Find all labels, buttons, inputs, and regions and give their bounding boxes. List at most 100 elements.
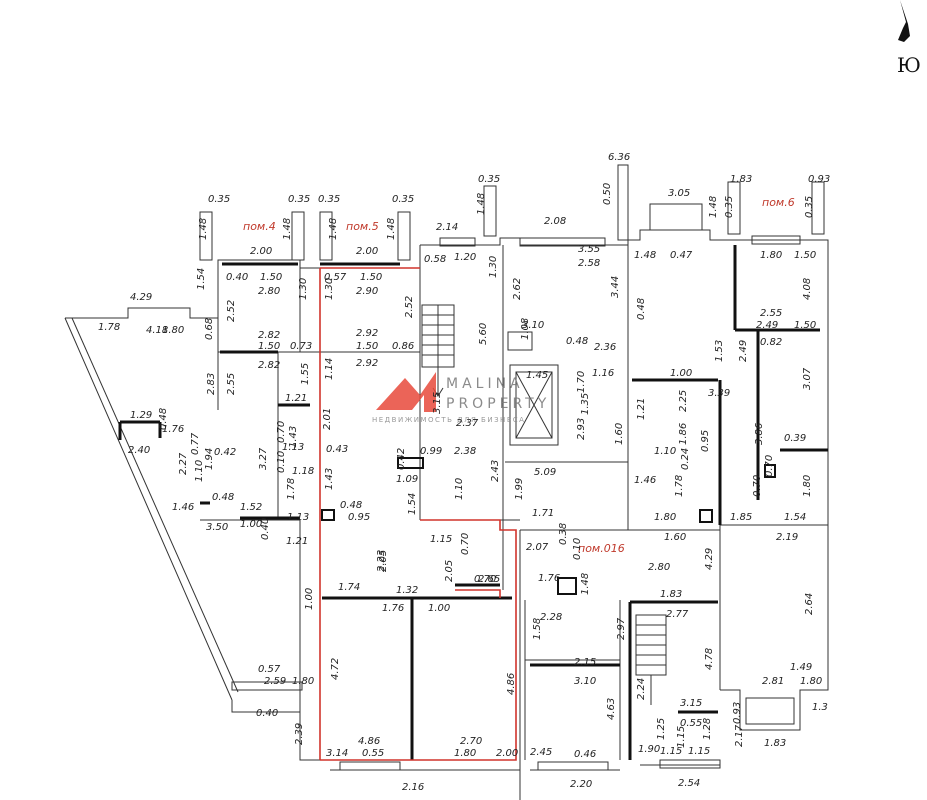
dimension-label: 1.48: [634, 250, 656, 261]
dimension-label: 2.23: [376, 550, 387, 572]
dimension-label: 2.55: [760, 308, 782, 319]
dimension-label: 0.48: [212, 492, 234, 503]
room-labels: пом.4 пом.5 пом.6 пом.016: [243, 196, 795, 555]
window-icon: [291, 211, 305, 261]
dimension-label: 1.58: [532, 618, 543, 640]
dimension-label: 1.13: [287, 512, 309, 523]
window-icon: [231, 681, 303, 691]
dimension-label: 1.60: [664, 532, 686, 543]
dimension-label: 1.48: [476, 193, 487, 215]
dimension-label: 0.47: [670, 250, 693, 261]
dimension-label: 0.93: [732, 702, 743, 724]
dimension-label: 0.70: [276, 421, 287, 443]
dimension-label: 2.28: [540, 612, 562, 623]
dimension-label: 2.97: [616, 617, 627, 640]
dimension-label: 0.70: [752, 475, 763, 497]
dimension-label: 1.09: [396, 474, 418, 485]
dimension-label: 2.59: [264, 676, 286, 687]
dimension-label: 1.30: [324, 278, 335, 300]
room-label-pom4: пом.4: [243, 220, 276, 233]
logo-mark-icon: [376, 372, 436, 412]
dimension-label: 3.44: [610, 276, 621, 298]
dimension-label: 1.10: [194, 460, 205, 482]
dimension-label: 2.36: [594, 342, 616, 353]
window-icon: [439, 237, 476, 247]
dimension-label: 1.35: [580, 393, 591, 415]
dimension-label: 1.13: [282, 442, 304, 453]
dimension-label: 1.78: [286, 478, 297, 500]
dimension-label: 0.10: [276, 451, 287, 473]
elevator-shaft-icon: [507, 331, 559, 446]
dimension-label: 1.43: [288, 426, 299, 448]
dimension-label: 0.58: [424, 254, 446, 265]
dimension-label: 0.48: [636, 298, 647, 320]
window-icon: [537, 761, 609, 771]
highlight-unit-outline: [319, 267, 517, 761]
dimension-label: 2.49: [738, 340, 749, 362]
dimension-label: 3.27: [258, 447, 269, 470]
dimension-label: 0.40: [256, 708, 278, 719]
dimension-label: 1.48: [328, 218, 339, 240]
malina-property-logo: MALINA PROPERTY НЕДВИЖИМОСТЬ ДЛЯ БИЗНЕСА: [372, 372, 546, 424]
dimension-label: 1.50: [356, 341, 378, 352]
dimension-label: 1.80: [800, 676, 822, 687]
dimension-label: 0.35: [804, 196, 815, 218]
dimension-label: 2.80: [258, 286, 280, 297]
room-label-pom6: пом.6: [762, 196, 795, 209]
dimension-label: 0.55: [680, 718, 702, 729]
dimension-label: 1.78: [98, 322, 120, 333]
dimension-label: 3.07: [802, 367, 813, 390]
dimension-label: 0.48: [566, 336, 588, 347]
dimension-label: 0.82: [760, 337, 782, 348]
dimension-label: 0.73: [290, 341, 312, 352]
dimension-label: 1.21: [636, 398, 647, 420]
dimension-label: 2.00: [496, 748, 518, 759]
dimension-label: 1.00: [428, 603, 450, 614]
dimension-label: 2.00: [356, 246, 378, 257]
dimension-label: 1.94: [204, 448, 215, 470]
dimension-label: 1.76: [382, 603, 404, 614]
dimension-label: 2.37: [456, 418, 479, 429]
dimension-label: 2.92: [356, 358, 378, 369]
dimension-label: 3.86: [754, 423, 765, 445]
dimension-label: 0.35: [208, 194, 230, 205]
stairs-icon: [421, 304, 667, 705]
dimension-label: 0.43: [326, 444, 348, 455]
dimension-label: 1.28: [702, 718, 713, 740]
dimension-label: 1.76: [162, 424, 184, 435]
dimension-label: 1.21: [286, 536, 308, 547]
dimension-label: 1.15: [676, 726, 687, 748]
dimension-label: 1.83: [660, 589, 682, 600]
dimension-label: 1.3: [812, 702, 828, 713]
dimension-label: 2.00: [250, 246, 272, 257]
dimension-label: 6.36: [608, 152, 630, 163]
compass-arrow-icon: [898, 0, 910, 42]
dimension-label: 3.50: [206, 522, 228, 533]
dimension-label: 0.24: [680, 448, 691, 470]
dimension-label: 0.42: [396, 448, 407, 470]
dimension-label: 0.68: [204, 318, 215, 340]
dimension-label: 1.83: [764, 738, 786, 749]
dimension-label: 0.50: [602, 183, 613, 205]
dimension-label: 1.54: [407, 493, 418, 515]
dimension-label: 1.00: [670, 368, 692, 379]
dimension-label: 2.54: [678, 778, 700, 789]
dimension-label: 1.52: [240, 502, 262, 513]
dimension-label: 0.70: [474, 574, 496, 585]
dimension-label: 1.49: [790, 662, 812, 673]
dimension-label: 1.86: [678, 423, 689, 445]
logo-line1: MALINA: [446, 376, 524, 392]
dimension-label: 2.52: [226, 300, 237, 322]
dimension-label: 1.46: [634, 475, 656, 486]
dimension-label: 0.46: [574, 749, 596, 760]
window-icon: [811, 181, 825, 235]
dimension-label: 2.39: [294, 723, 305, 745]
dimension-label: 1.85: [730, 512, 752, 523]
dimension-label: 2.70: [460, 736, 482, 747]
dimension-label: 0.93: [808, 174, 830, 185]
dimension-label: 1.70: [576, 371, 587, 393]
dimension-label: 2.15: [574, 657, 596, 668]
dimension-label: 2.92: [356, 328, 378, 339]
dimension-label: 2.58: [578, 258, 600, 269]
